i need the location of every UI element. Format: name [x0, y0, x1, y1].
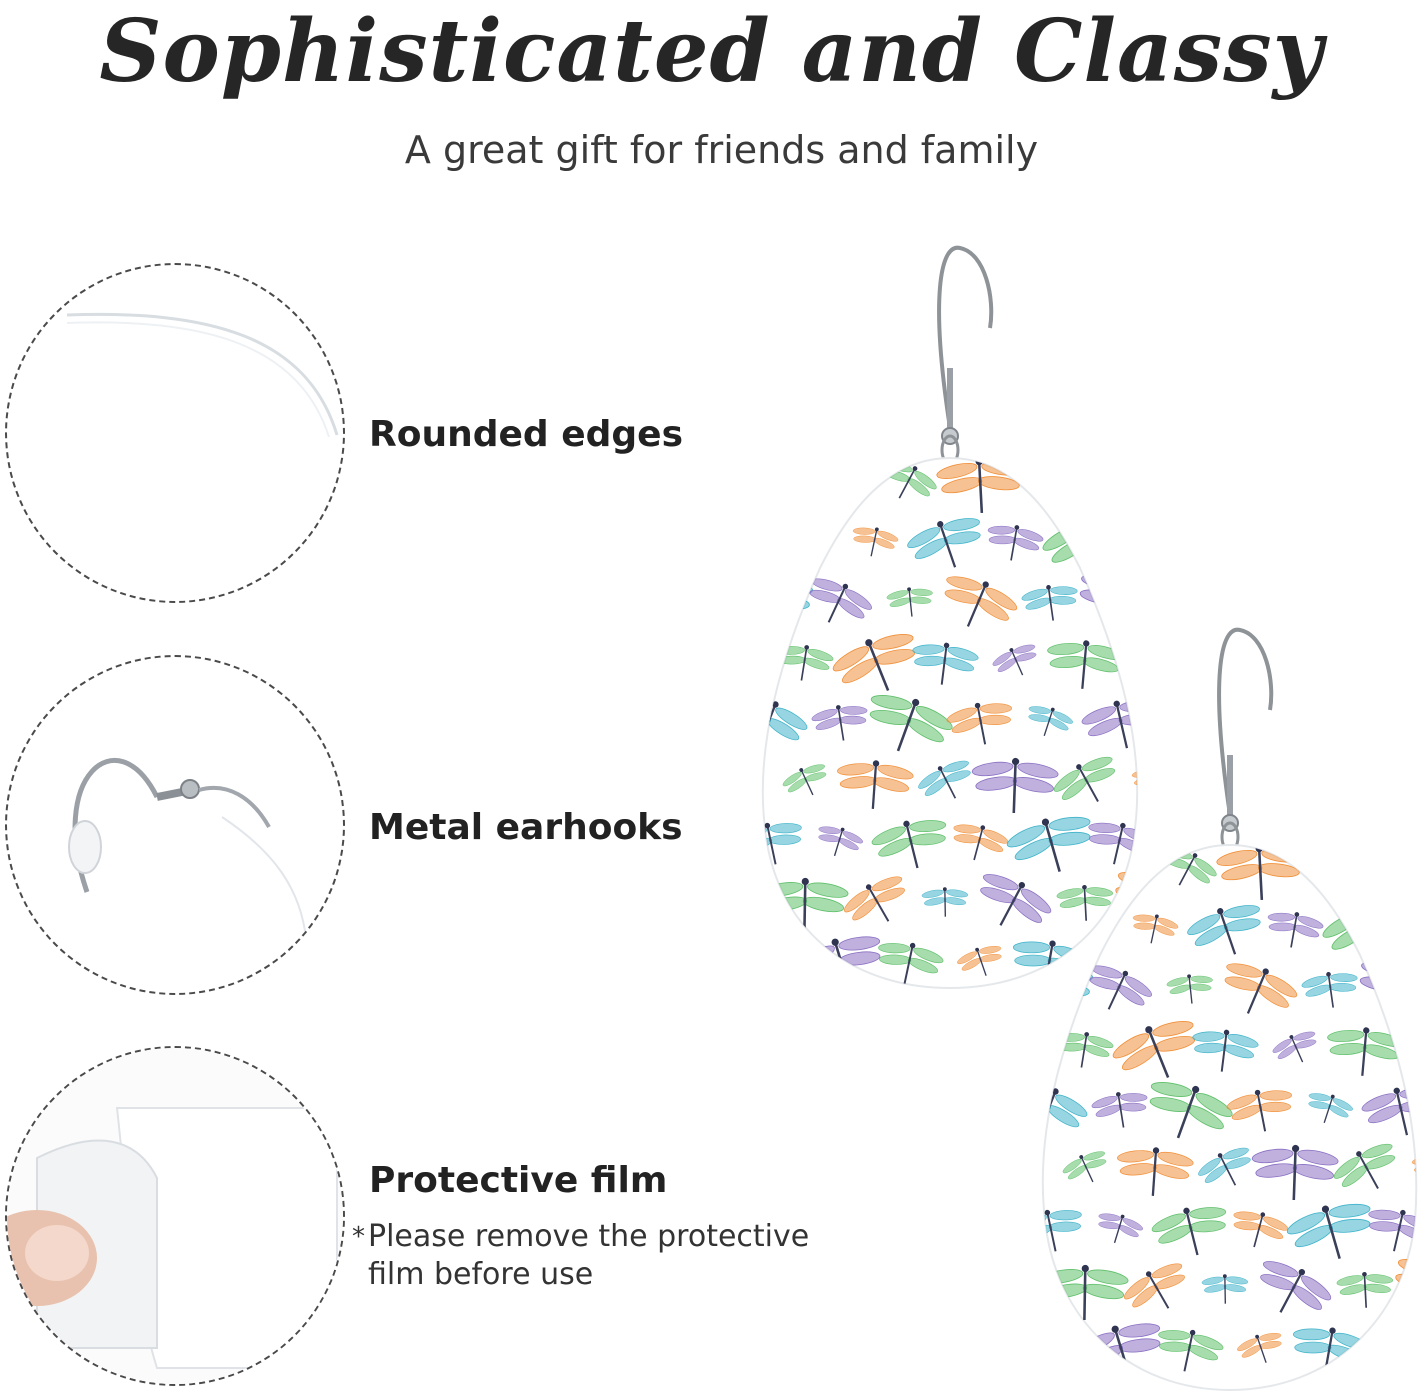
dragonfly-icon [1042, 850, 1071, 882]
dragonfly-icon [1057, 1032, 1114, 1068]
dragonfly-icon [886, 587, 933, 617]
feature-protective-film: Protective film [369, 1160, 668, 1201]
dragonfly-icon [1368, 1209, 1417, 1252]
dragonfly-icon [1233, 1211, 1289, 1248]
dragonfly-icon [918, 760, 971, 799]
dragonfly-icon [809, 578, 872, 623]
dragonfly-icon [921, 887, 969, 917]
dragonfly-icon [871, 820, 947, 869]
dragonfly-icon [1056, 884, 1114, 921]
dragonfly-icon [1224, 963, 1298, 1014]
dragonfly-icon [1308, 1093, 1353, 1123]
dragonfly-icon [1226, 1089, 1292, 1132]
dragonfly-icon [1192, 1029, 1259, 1072]
dragonfly-icon [1123, 1263, 1185, 1309]
dragonfly-icon [912, 642, 979, 685]
dragonfly-icon [1166, 974, 1213, 1004]
dragonfly-icon [782, 764, 827, 796]
dragonfly-icon [1408, 1037, 1417, 1063]
dragonfly-icon [992, 644, 1037, 676]
dragonfly-icon [1237, 1332, 1282, 1363]
dragonfly-icon [1376, 854, 1417, 884]
page-subtitle: A great gift for friends and family [404, 128, 1039, 172]
protective-film-peel-icon [5, 1046, 345, 1386]
dragonfly-icon [1187, 905, 1261, 955]
dragonfly-icon [869, 695, 953, 752]
note-asterisk: * [352, 1222, 365, 1252]
dragonfly-icon [1006, 816, 1091, 873]
dragonfly-icon [1372, 1329, 1417, 1367]
dragonfly-icon [957, 945, 1002, 976]
dragonfly-icon [1158, 1329, 1224, 1372]
dragonfly-icon [971, 757, 1059, 814]
dragonfly-icon [980, 874, 1052, 926]
dragonfly-icon [1149, 1082, 1233, 1139]
dragonfly-icon [1201, 1274, 1249, 1304]
dragonfly-icon [1132, 914, 1179, 944]
dragonfly-icon [1096, 467, 1138, 497]
dragonfly-icon [1098, 1213, 1143, 1244]
dragonfly-icon [1301, 972, 1358, 1008]
dragonfly-icon [1122, 524, 1138, 546]
dragonfly-icon [1251, 1144, 1339, 1201]
dragonfly-teardrop-earring-icon [761, 245, 1139, 990]
dragonfly-icon [1336, 1271, 1394, 1308]
dragonfly-icon [1062, 1151, 1107, 1183]
dragonfly-icon [1089, 965, 1152, 1010]
dragonfly-icon [843, 876, 905, 922]
dragonfly-icon [837, 760, 914, 809]
care-note: *Please remove the protective film befor… [352, 1218, 892, 1294]
rounded-edge-closeup-icon [5, 263, 345, 603]
dragonfly-icon [878, 942, 944, 985]
feature-metal-earhooks: Metal earhooks [369, 807, 683, 848]
dragonfly-icon [811, 705, 868, 741]
dragonfly-icon [1131, 769, 1138, 786]
dragonfly-icon [762, 463, 791, 495]
dragonfly-icon [818, 826, 863, 857]
dragonfly-icon [1117, 1147, 1194, 1196]
dragonfly-icon [832, 634, 916, 691]
dragonfly-teardrop-earring-icon [1041, 627, 1418, 1392]
feature-rounded-edges: Rounded edges [369, 414, 683, 455]
dragonfly-icon [1260, 1261, 1332, 1313]
dragonfly-icon [1198, 1147, 1251, 1186]
dragonfly-icon [1327, 1027, 1404, 1076]
dragonfly-icon [1151, 1207, 1227, 1256]
dragonfly-icon [1267, 912, 1324, 948]
dragonfly-icon [907, 518, 981, 568]
dragonfly-icon [1411, 1156, 1417, 1173]
page-title: Sophisticated and Classy [99, 1, 1324, 102]
dragonfly-icon [1272, 1031, 1317, 1063]
dragonfly-icon [946, 702, 1012, 745]
dragonfly-icon [1042, 1331, 1079, 1368]
dragonfly-icon [1402, 911, 1417, 933]
dragonfly-icon [1047, 640, 1124, 689]
dragonfly-icon [987, 525, 1044, 561]
dragonfly-icon [1286, 1203, 1371, 1260]
dragonfly-icon [1333, 1143, 1396, 1189]
dragonfly-icon [953, 824, 1009, 861]
note-text: Please remove the protective film before… [368, 1219, 810, 1292]
dragonfly-icon [1091, 1092, 1148, 1128]
dragonfly-icon [944, 576, 1018, 627]
earhook-closeup-icon [5, 655, 345, 995]
dragonfly-icon [852, 527, 899, 557]
dragonfly-icon [1021, 585, 1078, 621]
dragonfly-icon [1028, 706, 1073, 736]
dragonfly-icon [1053, 756, 1116, 802]
dragonfly-icon [762, 944, 799, 981]
dragonfly-icon [1112, 1021, 1196, 1078]
